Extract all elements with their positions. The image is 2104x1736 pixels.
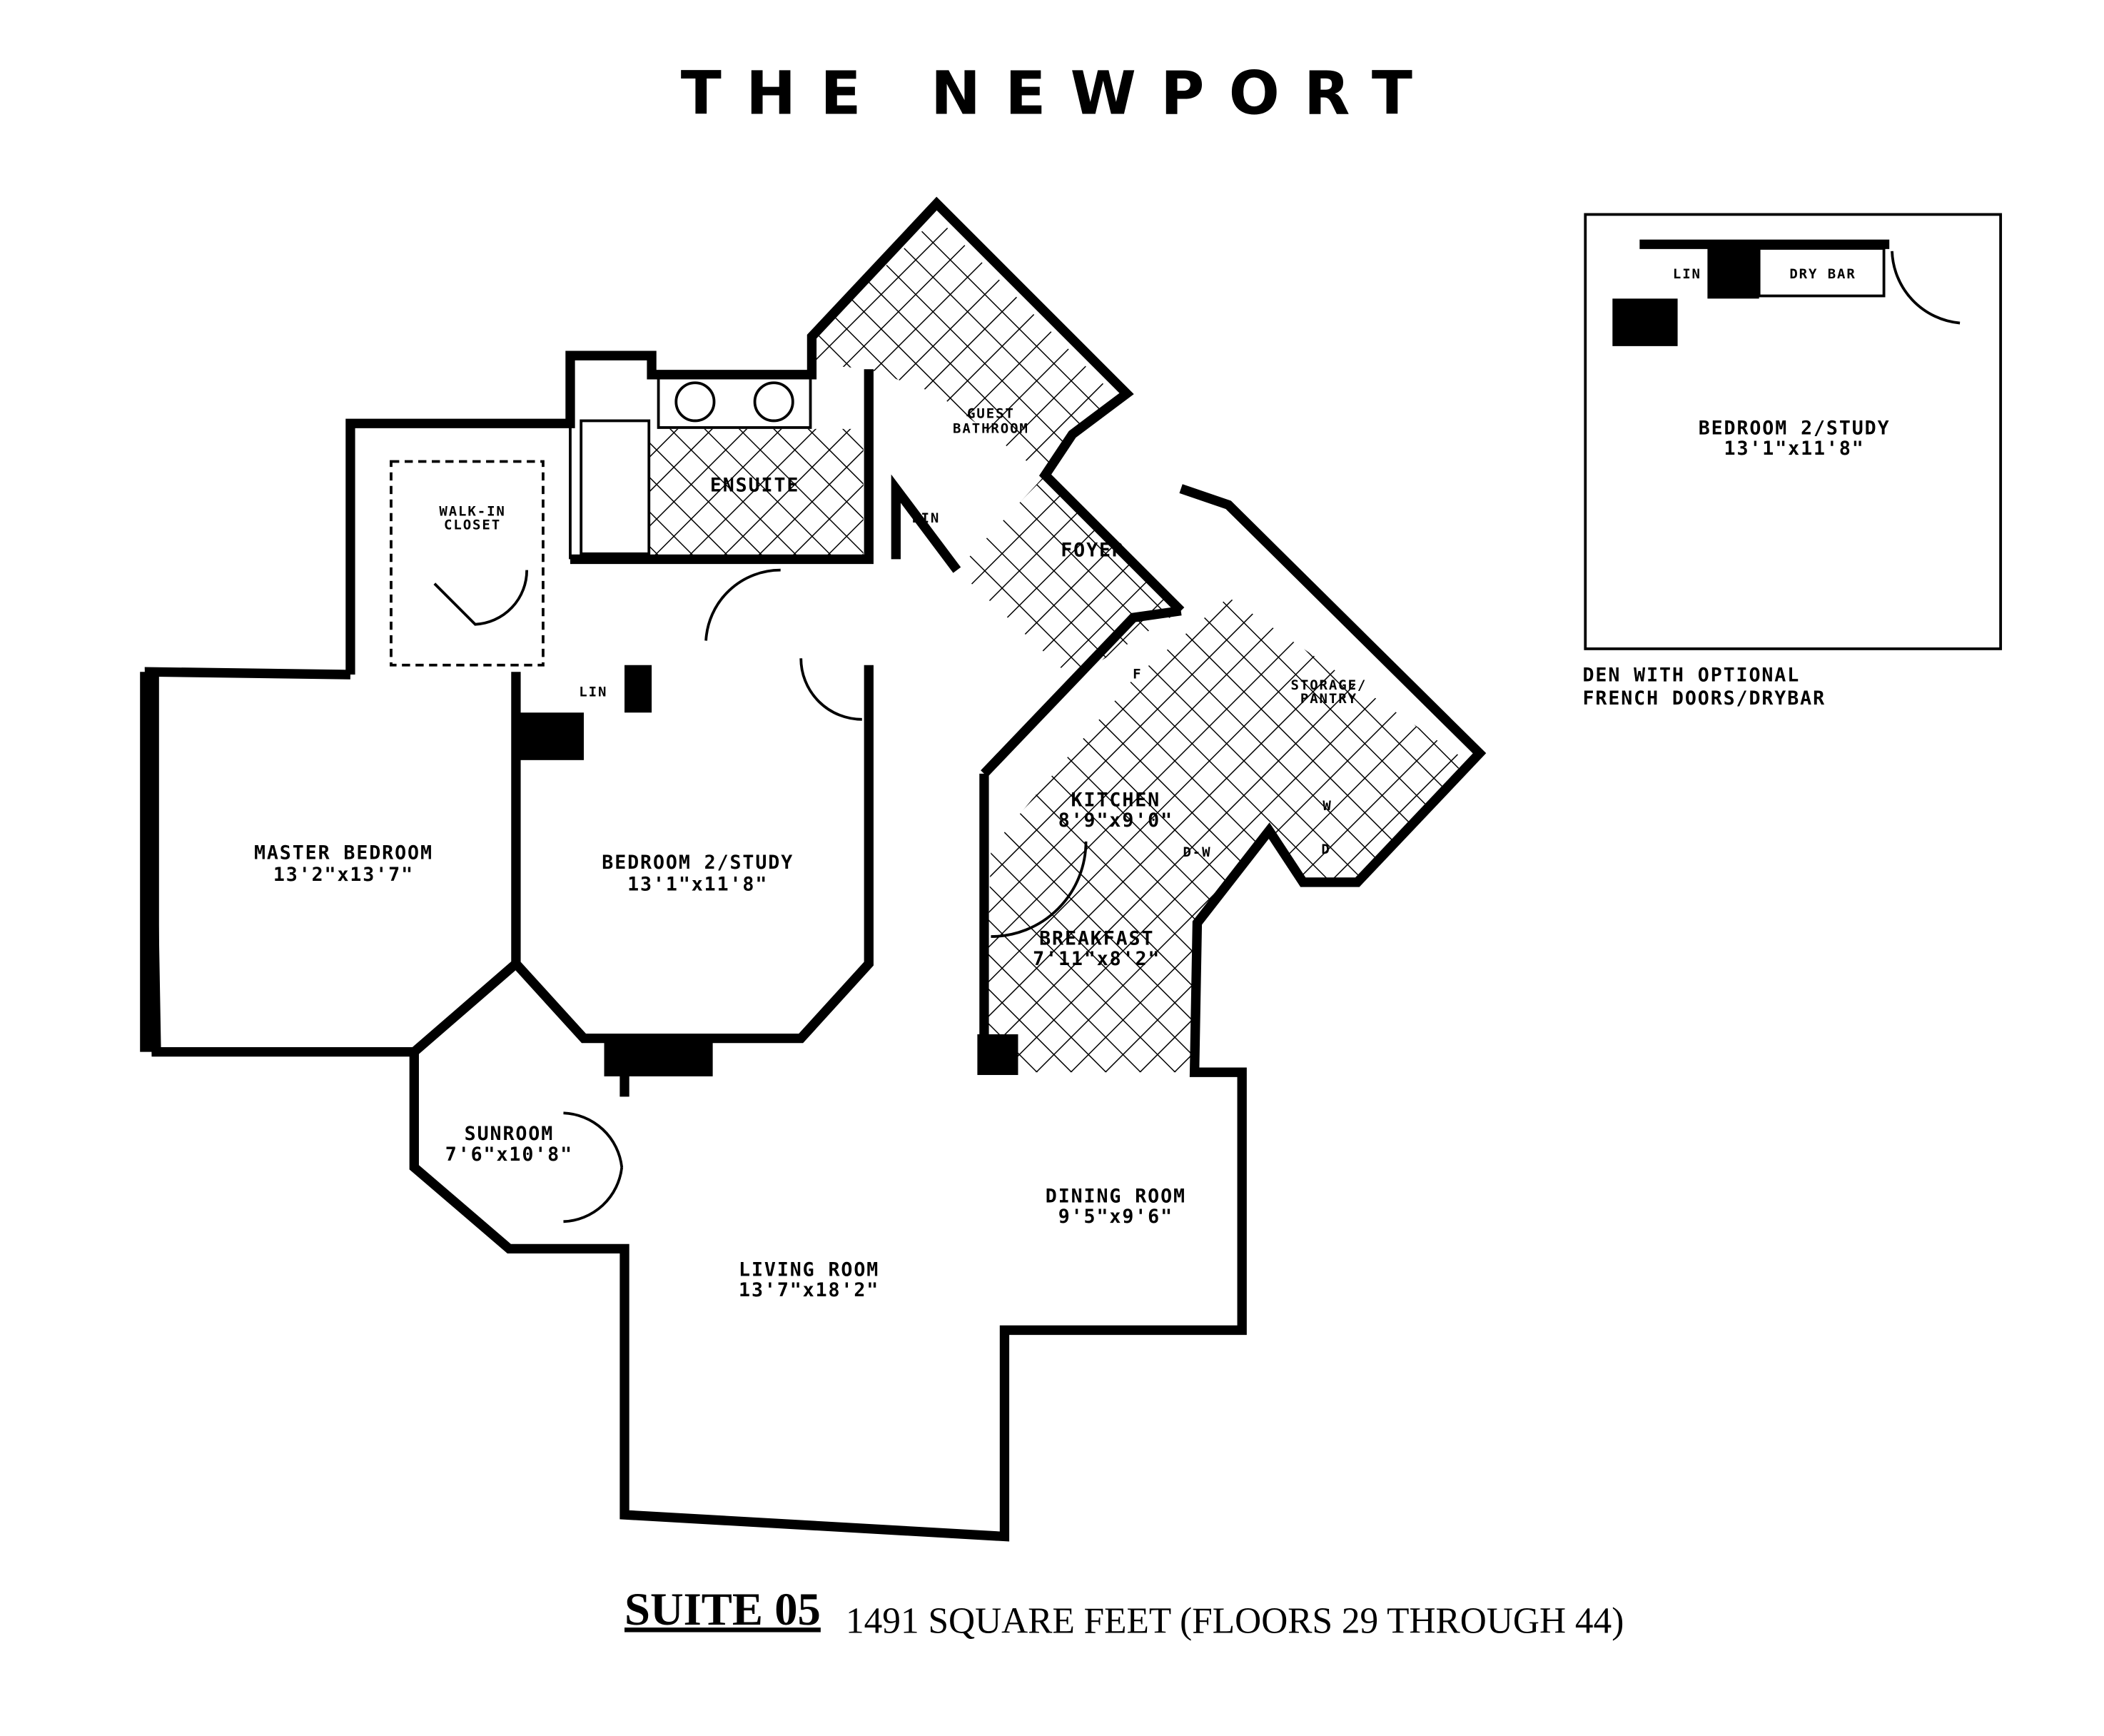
living-room-size: 13'7"x18'2" — [739, 1279, 879, 1301]
walkin-closet-label-2: CLOSET — [444, 518, 501, 533]
breakfast-label: BREAKFAST — [1039, 927, 1154, 949]
storage-label: STORAGE/ — [1291, 677, 1367, 693]
bedroom2-label: BEDROOM 2/STUDY — [602, 852, 794, 874]
linen-bed2-label: LIN — [579, 684, 607, 700]
inset-caption-2: FRENCH DOORS/DRYBAR — [1582, 687, 1826, 710]
inset-linen-label: LIN — [1673, 266, 1701, 282]
suite-number: SUITE 05 — [624, 1583, 821, 1635]
fridge-label: F — [1133, 667, 1142, 682]
inset-room-label: BEDROOM 2/STUDY — [1699, 417, 1891, 439]
guest-bathroom-label-2: BATHROOM — [953, 421, 1029, 437]
dining-room-label: DINING ROOM — [1046, 1186, 1186, 1208]
guest-bathroom-label: GUEST — [967, 406, 1015, 422]
inset-caption-1: DEN WITH OPTIONAL — [1582, 665, 1800, 687]
washer-label: W — [1322, 798, 1332, 814]
master-bedroom-label: MASTER BEDROOM — [254, 842, 433, 864]
sunroom-size: 7'6"x10'8" — [445, 1144, 573, 1166]
bedroom2-size: 13'1"x11'8" — [627, 873, 768, 895]
linen-bath-label: LIN — [911, 510, 940, 526]
plan-title: THE NEWPORT — [681, 59, 1437, 128]
walls — [140, 196, 2003, 1542]
foyer-label: FOYER — [1061, 540, 1125, 562]
master-bedroom-size: 13'2"x13'7" — [273, 864, 414, 886]
dishwasher-label: D-W — [1183, 844, 1211, 860]
breakfast-size: 7'11"x8'2" — [1033, 948, 1160, 970]
dining-room-size: 9'5"x9'6" — [1058, 1206, 1173, 1228]
inset-frame — [1584, 213, 2003, 650]
suite-details: 1491 SQUARE FEET (FLOORS 29 THROUGH 44) — [846, 1600, 1624, 1641]
ensuite-label: ENSUITE — [710, 474, 799, 496]
sunroom-label: SUNROOM — [465, 1123, 554, 1145]
kitchen-size: 8'9"x9'0" — [1058, 809, 1173, 832]
inset-room-size: 13'1"x11'8" — [1724, 438, 1865, 460]
kitchen-label: KITCHEN — [1071, 789, 1160, 811]
walkin-closet-label: WALK-IN — [439, 504, 505, 520]
tiled-floors — [649, 217, 1466, 1073]
dryer-label: D — [1321, 842, 1330, 857]
room-labels: MASTER BEDROOM 13'2"x13'7" BEDROOM 2/STU… — [254, 406, 1367, 1301]
storage-label-2: PANTRY — [1300, 691, 1357, 707]
living-room-label: LIVING ROOM — [739, 1258, 879, 1281]
inset-dry-bar-label: DRY BAR — [1789, 266, 1856, 282]
den-option-inset: LIN DRY BAR BEDROOM 2/STUDY 13'1"x11'8" … — [1582, 266, 1891, 710]
